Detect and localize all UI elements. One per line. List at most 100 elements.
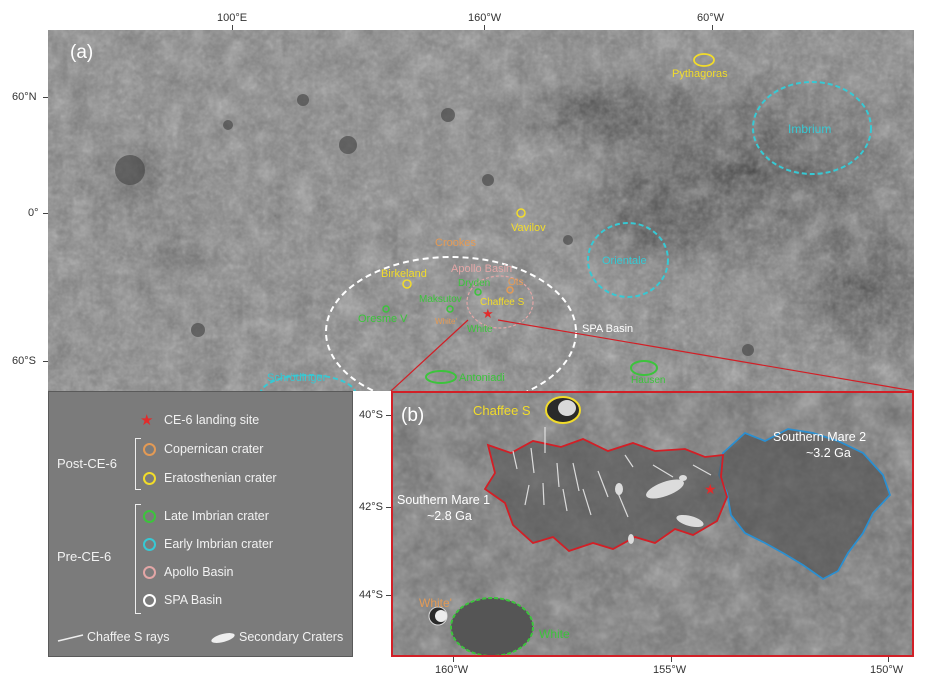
panel-b-tag: (b): [401, 405, 424, 426]
legend-rays-label: Chaffee S rays: [87, 630, 170, 644]
apollo-basin-label: Apollo Basin: [451, 263, 512, 275]
spa-basin-label: SPA Basin: [582, 323, 633, 335]
chaffee-s-label: Chaffee S: [473, 403, 531, 418]
apollo-basin-outline: [466, 275, 534, 329]
orientale-outline: [587, 222, 669, 298]
mare1-age-label: ~2.8 Ga: [427, 509, 472, 523]
antoniadi-label: Antoniadi: [459, 372, 505, 384]
panel-a-tag: (a): [70, 42, 93, 63]
lat-tick-0: 0°: [28, 207, 39, 219]
zoom-line: [497, 319, 914, 391]
panel-b-image: ★ (b) Chaffee S Southern Mare 1 ~2.8 Ga …: [393, 393, 912, 655]
legend-item-label: Early Imbrian crater: [164, 537, 274, 551]
lunar-map-panel-b: ★ (b) Chaffee S Southern Mare 1 ~2.8 Ga …: [391, 391, 914, 657]
early-imbrian-crater-icon: [143, 538, 156, 551]
white-crater: [450, 597, 534, 655]
legend-item-label: Late Imbrian crater: [164, 509, 269, 523]
pythagoras-label: Pythagoras: [672, 68, 728, 80]
tick-mark: [453, 657, 454, 662]
chaffee-s-crater-floor: [558, 400, 576, 416]
legend-post-brace: [135, 438, 141, 490]
lat-tick-40s: 40°S: [359, 409, 383, 421]
spa-basin-icon: [143, 594, 156, 607]
lat-tick-44s: 44°S: [359, 589, 383, 601]
southern-mare-2-outline: [718, 428, 892, 581]
legend-item-label: Eratosthenian crater: [164, 471, 277, 485]
lon-tick-100e: 100°E: [217, 12, 248, 24]
landing-site-star: ★: [482, 307, 494, 322]
white-label: White: [467, 324, 493, 335]
ots-marker: [506, 286, 514, 294]
tick-mark: [671, 657, 672, 662]
lunar-map-panel-a: ★ (a) Pythagoras Imbrium Vavilov Crookes…: [48, 30, 914, 391]
white-prime-label: White': [435, 317, 457, 326]
legend-panel: ★ CE-6 landing site Post-CE-6 Copernican…: [48, 391, 353, 657]
zoom-line: [390, 319, 469, 391]
white-label: White: [539, 627, 570, 641]
hausen-label: Hausen: [631, 375, 665, 386]
tick-mark: [386, 595, 391, 596]
ray-line-icon: [57, 634, 84, 642]
pythagoras-marker: [693, 53, 715, 67]
lat-tick-60n: 60°N: [12, 91, 37, 103]
imbrium-label: Imbrium: [788, 122, 831, 136]
legend-pre-group-label: Pre-CE-6: [57, 549, 112, 564]
legend-item-label: Copernican crater: [164, 442, 264, 456]
vavilov-label: Vavilov: [511, 222, 546, 234]
landing-site-star: ★: [704, 482, 717, 498]
oresme-v-marker: [382, 305, 390, 313]
mare2-name-label: Southern Mare 2: [773, 430, 866, 444]
imbrium-outline: [752, 81, 872, 175]
lon-tick-60w: 60°W: [697, 12, 725, 24]
secondary-craters: [615, 475, 704, 544]
lon-tick-160w: 160°W: [468, 12, 502, 24]
hausen-outline: [630, 360, 658, 376]
legend-item-label: Apollo Basin: [164, 565, 234, 579]
lat-tick-60s: 60°S: [12, 355, 36, 367]
oresme-v-label: Oresme V: [358, 313, 408, 325]
secondary-crater-icon: [211, 633, 235, 643]
eratosthenian-crater-icon: [143, 472, 156, 485]
mare1-name-label: Southern Mare 1: [397, 493, 490, 507]
tick-mark: [43, 213, 48, 214]
lon-tick-b-155w: 155°W: [653, 664, 687, 676]
tick-mark: [43, 361, 48, 362]
tick-mark: [386, 507, 391, 508]
tick-mark: [484, 25, 485, 30]
legend-post-group-label: Post-CE-6: [57, 456, 117, 471]
tick-mark: [43, 97, 48, 98]
legend-secondary-label: Secondary Craters: [239, 630, 344, 644]
tick-mark: [232, 25, 233, 30]
chaffee-s-label: Chaffee S: [480, 297, 525, 308]
tick-mark: [386, 415, 391, 416]
chaffee-s-rays: [512, 427, 712, 518]
maksutov-label: Maksutov: [419, 294, 462, 305]
crookes-label: Crookes: [435, 237, 476, 249]
antoniadi-outline: [425, 370, 457, 384]
lat-tick-42s: 42°S: [359, 501, 383, 513]
orientale-label: Orientale: [602, 255, 647, 267]
landing-site-star-icon: ★: [140, 411, 154, 429]
schrodinger-label: Schrödinger: [267, 372, 327, 384]
mare2-age-label: ~3.2 Ga: [806, 446, 851, 460]
dryden-label: Dryden: [458, 278, 490, 289]
birkeland-label: Birkeland: [381, 268, 427, 280]
legend-item-label: SPA Basin: [164, 593, 223, 607]
lon-tick-b-150w: 150°W: [870, 664, 904, 676]
white-prime-label: White': [419, 596, 452, 610]
vavilov-marker: [516, 208, 526, 218]
southern-mare-1-outline: [483, 438, 728, 553]
white-prime-crater-floor: [435, 610, 447, 622]
apollo-basin-icon: [143, 566, 156, 579]
spa-basin-outline: [325, 256, 577, 391]
late-imbrian-crater-icon: [143, 510, 156, 523]
birkeland-marker: [402, 279, 412, 289]
ots-label: Ots: [508, 277, 524, 288]
dryden-marker: [474, 288, 482, 296]
legend-landing-label: CE-6 landing site: [164, 413, 260, 427]
maksutov-marker: [446, 305, 454, 313]
lon-tick-b-160w: 160°W: [435, 664, 469, 676]
legend-pre-brace: [135, 504, 141, 614]
tick-mark: [888, 657, 889, 662]
tick-mark: [712, 25, 713, 30]
